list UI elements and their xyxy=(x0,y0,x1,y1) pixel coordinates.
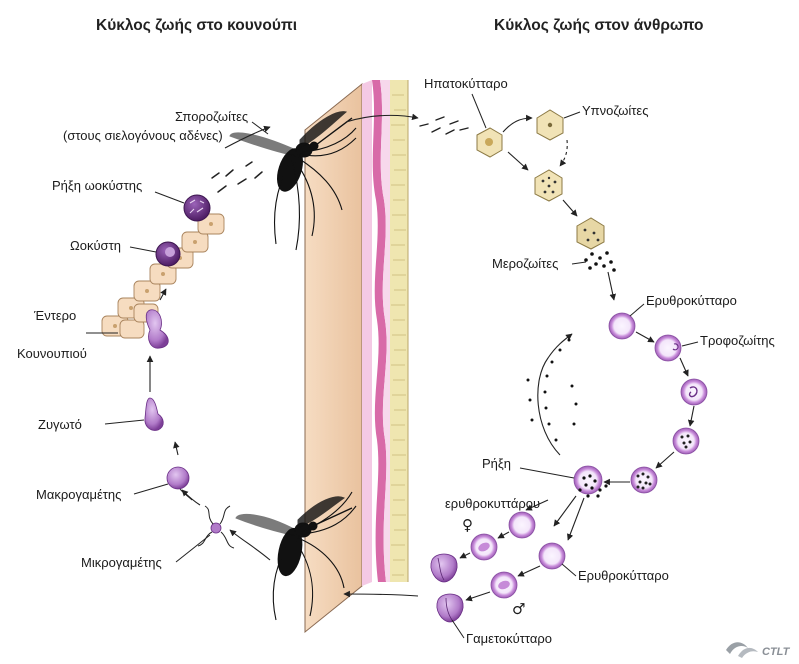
liver-arrows xyxy=(502,114,616,301)
hypnozoite-cell xyxy=(536,109,564,141)
gut-label: Έντερο xyxy=(33,308,76,323)
erythrocyte-label-2: Ερυθροκύτταρο xyxy=(578,568,669,583)
ruptured-erythrocyte-cell xyxy=(573,465,608,498)
male-symbol: ♂ xyxy=(512,600,525,618)
macrogamete-label: Μακρογαμέτης xyxy=(36,487,121,502)
oocyst-label: Ωοκύστη xyxy=(70,238,121,253)
injection-path xyxy=(345,113,469,135)
sporozoites-location-label: (στους σιελογόνους αδένες) xyxy=(63,128,223,143)
sporozoites-label: Σποροζωίτες xyxy=(175,109,248,124)
gametocyte-label: Γαμετοκύτταρο xyxy=(466,631,552,646)
macrogamete-cell xyxy=(166,466,193,501)
microgamete-cell xyxy=(197,505,235,549)
hepatocyte-label: Ηπατοκύτταρο xyxy=(424,76,508,91)
ookinete-cell xyxy=(145,309,169,349)
oocyst-rupture-label: Ρήξη ωοκύστης xyxy=(52,178,142,193)
male-gametocyte xyxy=(436,593,464,623)
ring-stage-cell xyxy=(654,334,682,362)
mature-schizont-cell xyxy=(630,466,658,494)
microgamete-label: Μικρογαμέτης xyxy=(81,555,162,570)
mosquito-gut xyxy=(101,213,225,339)
female-gametocyte xyxy=(430,553,458,583)
liver-schizont-cell xyxy=(534,169,563,202)
trophozoite-cell xyxy=(680,378,708,406)
zygote-label: Ζυγωτό xyxy=(38,417,82,432)
female-gametocyte-rbc-2 xyxy=(470,533,498,561)
merozoites-label: Μεροζωίτες xyxy=(492,256,558,271)
human-cycle-title: Κύκλος ζωής στον άνθρωπο xyxy=(494,17,704,34)
hypnozoites-label: Υπνοζωίτες xyxy=(582,103,648,118)
merozoite-return-dots xyxy=(526,338,578,442)
gametocyte-arrows xyxy=(459,531,541,602)
ctlt-logo: CTLT xyxy=(726,642,791,658)
zygote-cell xyxy=(144,397,164,431)
sporozoite-streaks xyxy=(211,161,263,193)
mosquito-bottom-icon xyxy=(235,491,357,621)
gut-label-2: Κουνουπιού xyxy=(17,346,87,361)
ruptured-liver-cell xyxy=(576,217,605,250)
erythrocyte-label: Ερυθροκύτταρο xyxy=(646,293,737,308)
hepatocyte-cell xyxy=(476,127,503,158)
rbc-rupture-label: Ρήξη xyxy=(482,456,511,471)
rbc-rupture-label-2: ερυθροκυττάρου xyxy=(445,496,540,511)
male-gametocyte-rbc-2 xyxy=(490,571,518,599)
blood-meal-arrow xyxy=(343,590,419,598)
erythrocyte-cell xyxy=(608,312,636,340)
trophozoite-label: Τροφοζωίτης xyxy=(700,333,775,348)
male-gametocyte-rbc-1 xyxy=(538,542,566,570)
mosquito-top-icon xyxy=(229,111,357,251)
erythrocytic-arrows xyxy=(525,331,695,541)
merozoite-dots xyxy=(584,251,616,272)
oocyst-cell xyxy=(155,241,181,267)
skin-cross-section xyxy=(304,80,409,634)
schizont-cell xyxy=(672,427,700,455)
oocyst-rupture-cell xyxy=(183,194,211,222)
ctlt-logo-text: CTLT xyxy=(762,646,791,658)
female-gametocyte-rbc-1 xyxy=(508,511,536,539)
mosquito-cycle-title: Κύκλος ζωής στο κουνούπι xyxy=(96,17,297,34)
female-symbol: ♀ xyxy=(462,516,473,534)
